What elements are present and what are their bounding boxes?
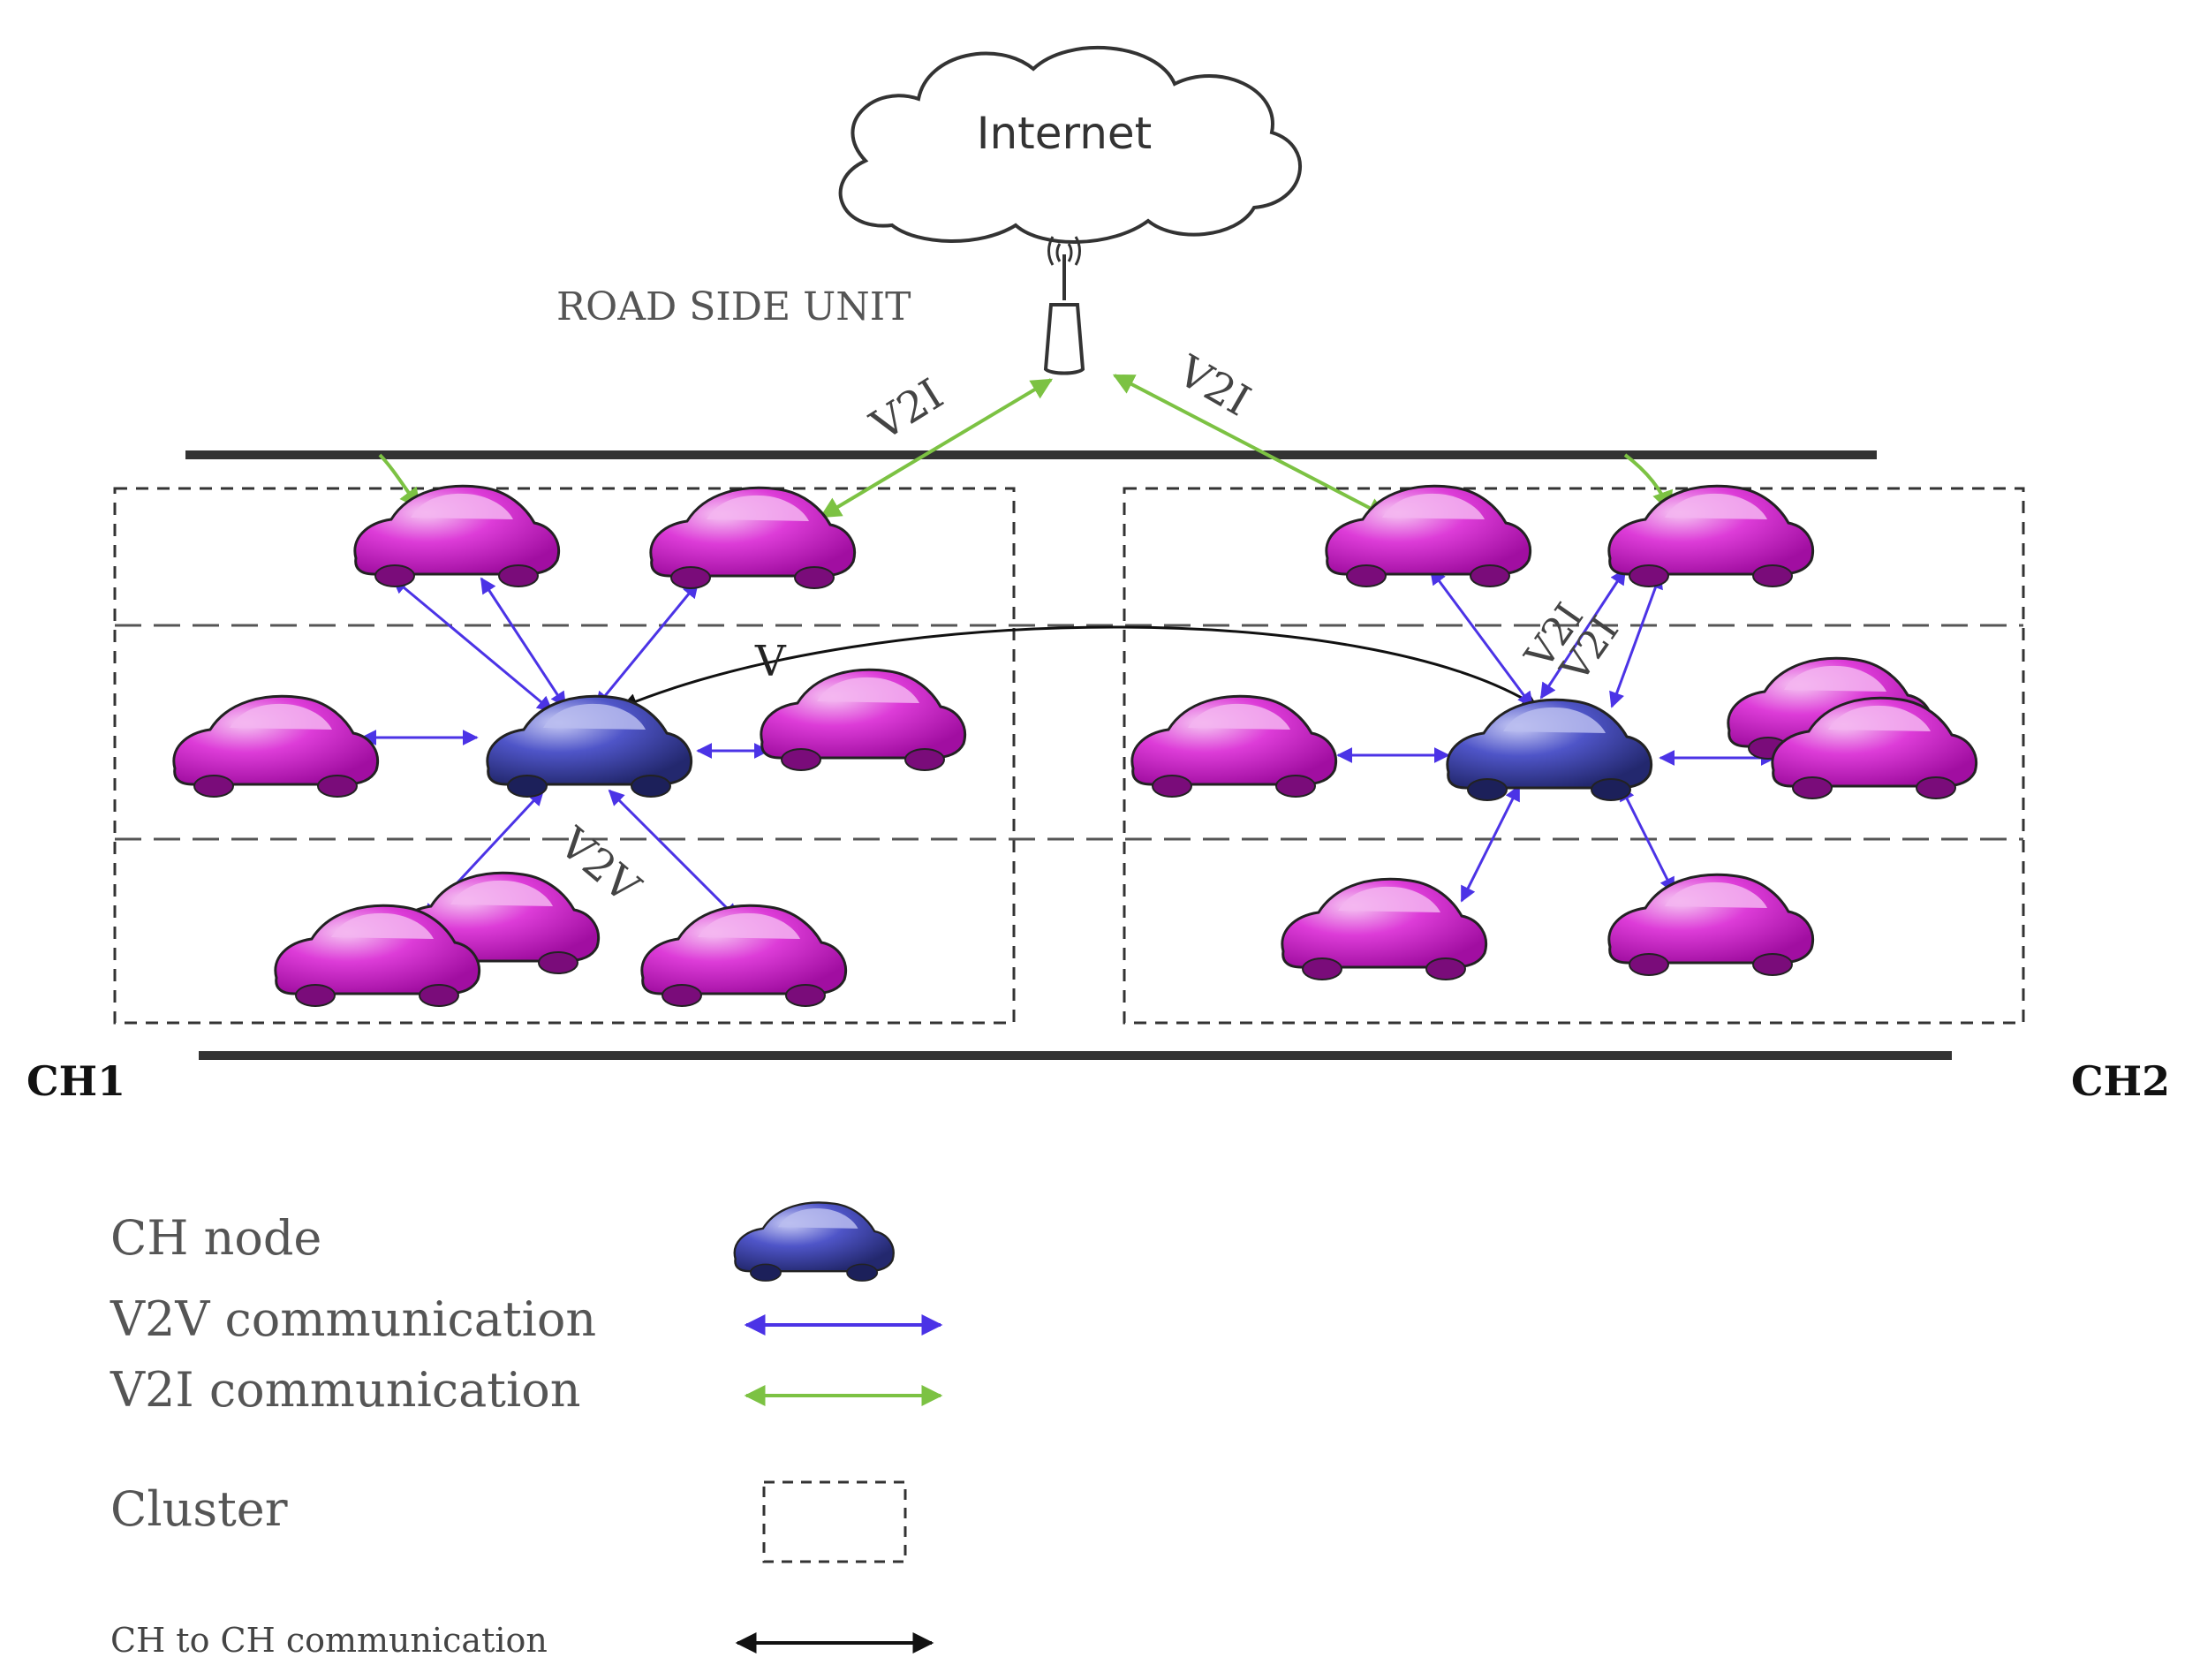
road-side-unit-antenna-icon [1043, 236, 1085, 375]
vehicle-icon [760, 668, 967, 772]
vehicle-icon [640, 904, 848, 1008]
vehicle-icon [1281, 877, 1488, 981]
ch1-label: CH1 [26, 1057, 125, 1105]
vehicle-icon [1130, 694, 1338, 798]
internet-label: Internet [977, 108, 1153, 159]
v2i-left-label: V2I [862, 369, 952, 451]
v2i-link-left [819, 378, 1054, 518]
legend-cluster-box [762, 1480, 907, 1563]
legend-ch-node-label: CH node [110, 1210, 321, 1266]
v2i-right-label: V2I [1168, 345, 1259, 426]
ch2-node-icon [1446, 698, 1653, 802]
v2v-links-cluster-1 [360, 577, 770, 920]
vehicle-icon [649, 486, 857, 590]
v2v-links-cluster-2 [1336, 568, 1777, 903]
vehicle-icon [1607, 484, 1815, 588]
legend-v2i-label: V2I communication [110, 1362, 581, 1418]
internet-cloud-icon [838, 46, 1303, 244]
cluster-1-boundary [113, 487, 1016, 1025]
legend-v2v-label: V2V communication [110, 1291, 596, 1347]
legend: CH node V2V communication V2I communicat… [110, 1201, 943, 1660]
legend-cluster-label: Cluster [110, 1481, 288, 1537]
legend-ch-to-ch-label: CH to CH communication [110, 1621, 548, 1660]
vehicle-icon [172, 694, 380, 798]
ch-link-partial-label: V [754, 637, 787, 686]
v2i-link-right [1112, 374, 1389, 518]
legend-ch-node-icon [733, 1201, 895, 1283]
ch2-label: CH2 [2071, 1057, 2170, 1105]
vehicle-icon [353, 484, 561, 588]
ch1-node-icon [486, 694, 693, 798]
road-side-unit-label: ROAD SIDE UNIT [556, 284, 911, 329]
vehicle-icon [1607, 873, 1815, 977]
cluster-2-boundary [1123, 487, 2025, 1025]
